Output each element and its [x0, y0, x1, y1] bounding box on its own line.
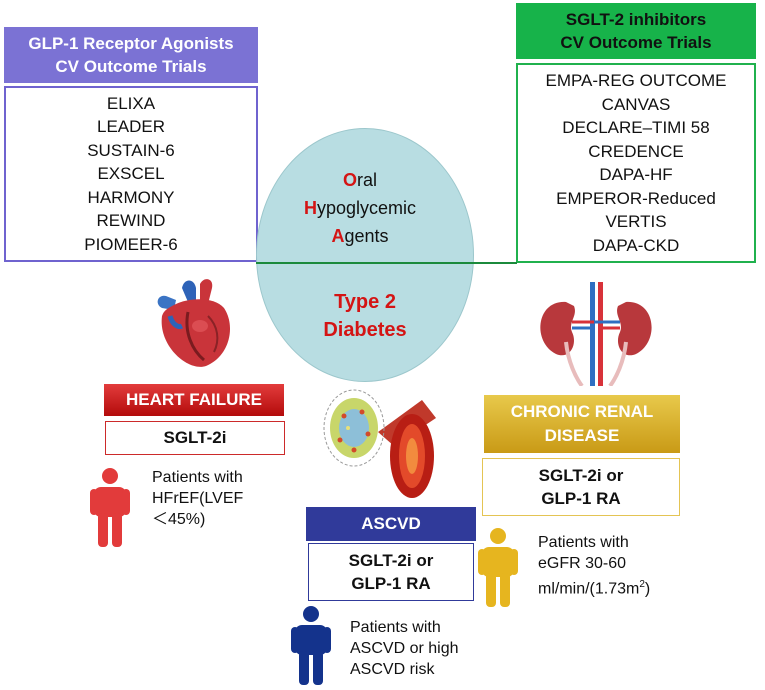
ascvd-header: ASCVD — [306, 507, 476, 541]
heart-icon — [157, 279, 230, 367]
kidney-icon — [540, 282, 652, 386]
sglt2-trial: DECLARE–TIMI 58 — [562, 118, 710, 137]
hf-note-line3: ＜45%) — [152, 511, 206, 528]
person-icon — [90, 468, 130, 547]
glp1-trial: PIOMEER-6 — [84, 234, 178, 254]
crd-note-line3: ml/min/(1.73m2) — [538, 574, 698, 599]
ascvd-note-line2: ASCVD or high — [350, 640, 459, 657]
crd-therapy-line1: SGLT-2i or — [538, 466, 624, 485]
sglt2-title-line2: CV Outcome Trials — [560, 33, 712, 52]
glp1-trial: REWIND — [96, 211, 166, 231]
crd-therapy-line2: GLP-1 RA — [541, 489, 621, 508]
glp1-trial: LEADER — [96, 117, 166, 137]
heart-failure-note: Patients with HFrEF(LVEF ＜45%) — [152, 467, 292, 530]
crd-header: CHRONIC RENAL DISEASE — [484, 395, 680, 453]
hf-note-line1: Patients with — [152, 469, 243, 486]
heart-failure-therapy: SGLT-2i — [105, 421, 285, 455]
ascvd-therapy-line2: GLP-1 RA — [351, 574, 431, 593]
hf-note-line2: HFrEF(LVEF — [152, 490, 244, 507]
center-circle — [256, 128, 474, 382]
crd-note-line1: Patients with — [538, 534, 629, 551]
oha-label: Oral Hypoglycemic Agents — [290, 166, 430, 250]
glp1-trial: ELIXA — [106, 93, 156, 113]
ascvd-therapy: SGLT-2i or GLP-1 RA — [308, 543, 474, 601]
crd-note-line3-end: ) — [644, 580, 651, 598]
sglt2-title-line1: SGLT-2 inhibitors — [565, 10, 707, 29]
ascvd-note-line3: ASCVD risk — [350, 661, 435, 678]
glp1-trial: SUSTAIN-6 — [87, 140, 175, 160]
sglt2-trial: DAPA-HF — [599, 165, 673, 184]
sglt2-header: SGLT-2 inhibitors CV Outcome Trials — [516, 3, 756, 59]
person-icon — [291, 606, 331, 685]
person-icon — [478, 528, 518, 607]
t2d-line2: Diabetes — [323, 319, 407, 341]
sglt2-trial: EMPA-REG OUTCOME — [545, 71, 727, 90]
oha-initial-a: A — [331, 226, 345, 246]
ascvd-therapy-line1: SGLT-2i or — [348, 551, 434, 570]
ascvd-note: Patients with ASCVD or high ASCVD risk — [350, 617, 480, 680]
artery-plaque-icon — [323, 389, 436, 498]
glp1-title-line1: GLP-1 Receptor Agonists — [28, 34, 234, 53]
sglt2-trials-box: EMPA-REG OUTCOME CANVAS DECLARE–TIMI 58 … — [516, 63, 756, 263]
type2-diabetes-label: Type 2 Diabetes — [300, 288, 430, 344]
glp1-header: GLP-1 Receptor Agonists CV Outcome Trial… — [4, 27, 258, 83]
oha-initial-h: H — [303, 198, 317, 218]
crd-therapy: SGLT-2i or GLP-1 RA — [482, 458, 680, 516]
glp1-title-line2: CV Outcome Trials — [55, 57, 207, 76]
glp1-trial: EXSCEL — [97, 164, 165, 184]
crd-note-line2: eGFR 30-60 — [538, 555, 627, 572]
sglt2-trial: DAPA-CKD — [592, 235, 680, 255]
sglt2-trial: VERTIS — [605, 212, 667, 231]
crd-note: Patients with eGFR 30-60 ml/min/(1.73m2) — [538, 532, 698, 599]
center-divider-line — [256, 262, 517, 264]
sglt2-trial: EMPEROR-Reduced — [556, 188, 716, 208]
crd-note-line3-main: ml/min/(1.73m — [538, 580, 640, 598]
crd-note-line3-sup: 2 — [639, 579, 645, 590]
crd-title-line1: CHRONIC RENAL — [510, 402, 654, 421]
oha-rest-3: gents — [344, 226, 389, 246]
ascvd-note-line1: Patients with — [350, 619, 441, 636]
sglt2-trial: CANVAS — [601, 94, 671, 114]
oha-initial-o: O — [342, 170, 357, 190]
t2d-line1: Type 2 — [334, 291, 396, 313]
sglt2-trial: CREDENCE — [588, 141, 684, 161]
heart-failure-header: HEART FAILURE — [104, 384, 284, 416]
glp1-trial: HARMONY — [87, 187, 175, 207]
glp1-trials-box: ELIXA LEADER SUSTAIN-6 EXSCEL HARMONY RE… — [4, 86, 258, 262]
oha-rest-2: ypoglycemic — [316, 198, 417, 218]
oha-rest-1: ral — [357, 170, 378, 190]
crd-title-line2: DISEASE — [544, 426, 620, 445]
